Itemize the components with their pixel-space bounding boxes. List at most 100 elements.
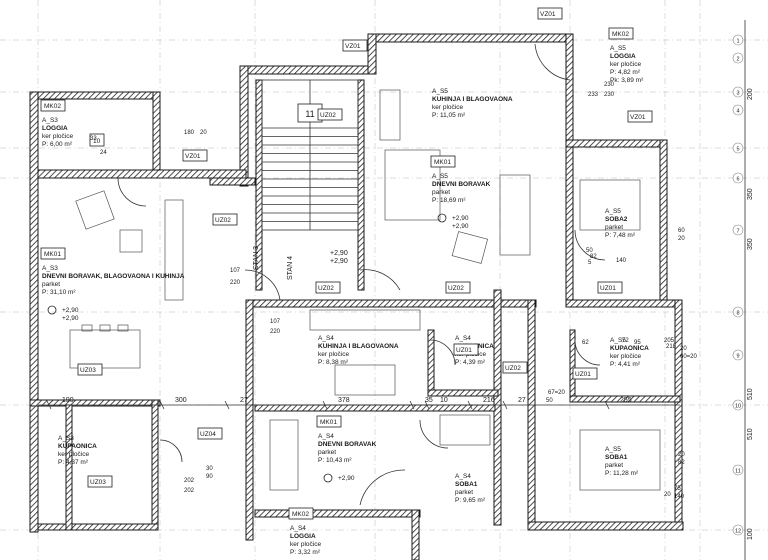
door-tag: VZ01 xyxy=(185,153,201,160)
grid-bubble-label: 6 xyxy=(736,177,739,183)
dimension-value: 216 xyxy=(483,397,495,404)
dimension-number: 75 xyxy=(674,486,681,492)
room-code: A_S5 xyxy=(610,45,626,52)
grid-bubble xyxy=(732,142,744,154)
dimension-value: 10 xyxy=(440,397,448,404)
door-tag: UZ02 xyxy=(448,285,464,292)
room-name: DNEVNI BORAVAK xyxy=(432,181,491,188)
room-area: P: 11,28 m² xyxy=(605,470,639,477)
room-finish: parket xyxy=(605,224,623,231)
mk-box xyxy=(40,99,66,112)
dimension-number: 20 xyxy=(680,346,687,352)
grid-bubble xyxy=(732,524,744,536)
room-area: P: 4,41 m² xyxy=(610,361,641,368)
dimension-number: 82 xyxy=(678,460,685,466)
grid-bubble xyxy=(732,52,744,64)
room-area: P: 4,39 m² xyxy=(455,359,486,366)
door-tag: UZ03 xyxy=(90,479,106,486)
grid-bubble-label: 10 xyxy=(735,404,741,410)
dimension-number: 60 xyxy=(678,228,685,234)
dimension-number: 202 xyxy=(184,478,195,484)
room-area: P: 3,32 m² xyxy=(290,549,321,556)
door-tag: UZ01 xyxy=(600,285,616,292)
grid-bubble-label: 2 xyxy=(736,57,739,63)
dimension-value: 27 xyxy=(518,397,526,404)
door-tag-box xyxy=(182,149,208,162)
dimension-number: 140 xyxy=(616,258,627,264)
dimension-tick xyxy=(159,400,165,410)
room-area: P: 8,38 m² xyxy=(318,359,349,366)
dimension-number: 20 xyxy=(664,492,671,498)
room-code: A_S5 xyxy=(605,446,621,453)
room-name: KUHINJA I BLAGOVAONA xyxy=(432,96,513,103)
grid-bubble-label: 11 xyxy=(735,469,741,475)
dimension-tick xyxy=(604,400,610,410)
room-name: KUHINJA I BLAGOVAONA xyxy=(318,343,399,350)
grid-bubble xyxy=(732,464,744,476)
dimension-value: 190 xyxy=(62,397,74,404)
door-tag-box xyxy=(315,281,341,294)
grid-bubble xyxy=(732,172,744,184)
room-finish: ker pločice xyxy=(318,351,349,358)
grid-bubble xyxy=(732,104,744,116)
door-tag-box xyxy=(502,361,528,374)
door-swings xyxy=(117,43,606,506)
room-area: P: 18,69 m² xyxy=(432,197,466,204)
room-code: A_S4 xyxy=(318,433,334,440)
door-tag: VZ01 xyxy=(630,114,646,121)
dimension-value: 35 xyxy=(425,397,433,404)
stair-level: +2,90 xyxy=(330,250,348,257)
stair-label-2: STAN 4 xyxy=(287,256,294,280)
door-tag: UZ01 xyxy=(575,371,591,378)
grid-bubble xyxy=(732,86,744,98)
room-name: SOBA2 xyxy=(605,216,628,223)
dimension-number: 20 xyxy=(678,452,685,458)
dimension-number: 30 xyxy=(206,466,213,472)
dimension-number: 20 xyxy=(678,236,685,242)
grid-bubble xyxy=(732,399,744,411)
room-num: 10 xyxy=(93,138,101,145)
room-level-2: +2,90 xyxy=(62,315,79,322)
room-name: DNEVNI BORAVAK, BLAGOVAONA I KUHINJA xyxy=(42,273,185,280)
dimension-number: 140 xyxy=(674,494,685,500)
door-tag-box xyxy=(87,475,113,488)
door-tag-box xyxy=(453,343,479,356)
door-tag-box xyxy=(572,367,598,380)
room-code: A_S5 xyxy=(610,337,626,344)
dimension-number: 20 xyxy=(200,130,207,136)
door-tag-box xyxy=(197,427,223,440)
room-area: P: 7,48 m² xyxy=(605,232,636,239)
room-code: A_S3 xyxy=(42,265,58,272)
num-box xyxy=(89,133,105,147)
stair-number: 11 xyxy=(305,109,314,119)
mk-box xyxy=(40,247,66,260)
dimension-tick xyxy=(424,400,430,410)
dimension-number: 62 xyxy=(582,340,589,346)
room-finish: parket xyxy=(42,281,60,288)
door-tag-box xyxy=(537,7,563,20)
dimension-number: 202 xyxy=(184,488,195,494)
room-name: LOGGIA xyxy=(290,533,316,540)
dimension-number: 24 xyxy=(100,150,107,156)
grid-bubble-label: 3 xyxy=(736,91,739,97)
dimension-number: 90 xyxy=(206,474,213,480)
room-level: +2,90 xyxy=(62,307,79,314)
mk-box xyxy=(288,507,314,520)
dimension-value: 300 xyxy=(175,397,187,404)
room-code: A_S4 xyxy=(455,473,471,480)
door-tag: UZ02 xyxy=(215,217,231,224)
mk-box xyxy=(316,415,342,428)
room-area: P: 11,05 m² xyxy=(432,112,466,119)
dimension-number: 82 xyxy=(590,254,597,260)
side-dimension: 350 xyxy=(747,188,754,200)
dimension-number: 220 xyxy=(270,329,281,335)
grid-bubble xyxy=(732,224,744,236)
dimension-number: 50 xyxy=(586,248,593,254)
room-area: P: 4,82 m² xyxy=(610,69,641,76)
